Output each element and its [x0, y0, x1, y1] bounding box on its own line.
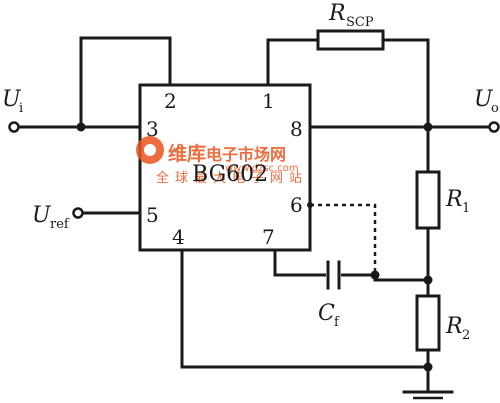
rscp-resistor: [316, 29, 385, 51]
pin-8-label: 8: [290, 117, 303, 141]
uo-terminal: [488, 121, 500, 133]
pin-3-label: 3: [146, 117, 159, 141]
watermark-url: www.dzsc.com: [225, 163, 299, 174]
cf-label: C f: [318, 301, 340, 330]
pin6-dashed-wire: [310, 203, 377, 275]
watermark-logo-text: 维库: [168, 142, 206, 165]
pin-2-label: 2: [164, 89, 177, 113]
r1-label: R 1: [445, 187, 470, 216]
pin7-to-cap-wire: [273, 248, 327, 277]
svg-text:U: U: [2, 87, 22, 112]
ground-symbol: [402, 390, 454, 400]
r1-resistor: [415, 170, 441, 230]
input-junction-dot: [76, 122, 86, 132]
uo-label: U o: [474, 87, 499, 116]
ic-body: [138, 83, 312, 252]
rscp-label: R SCP: [328, 1, 374, 30]
watermark-tagline: 全球最大电子网站: [156, 170, 308, 186]
cf-capacitor: [326, 260, 341, 290]
pin-6-label: 6: [290, 193, 303, 217]
svg-text:R: R: [445, 314, 463, 339]
svg-text:ref: ref: [50, 217, 70, 232]
svg-text:i: i: [19, 101, 23, 116]
watermark-site-text: 电子市场网: [206, 145, 286, 164]
r2-label: R 2: [445, 314, 470, 343]
pin-4-label: 4: [172, 225, 185, 249]
svg-text:U: U: [32, 203, 52, 228]
ui-terminal: [8, 121, 20, 133]
pin-7-label: 7: [262, 225, 275, 249]
uref-label: U ref: [32, 203, 70, 232]
svg-text:2: 2: [462, 328, 470, 343]
svg-text:f: f: [334, 315, 340, 330]
svg-text:R: R: [445, 187, 463, 212]
r2-resistor: [415, 294, 441, 352]
pin2-loop-wire: [79, 36, 172, 129]
pin4-ground-wire: [180, 248, 430, 369]
uref-terminal: [72, 207, 84, 219]
svg-text:SCP: SCP: [346, 15, 374, 30]
output-junction-dot: [423, 122, 433, 132]
cap-junction-dot: [370, 270, 380, 280]
ground-junction-dot: [423, 362, 433, 372]
chip-name: BG602: [192, 162, 268, 187]
ui-label: U i: [2, 87, 23, 116]
svg-text:U: U: [474, 87, 494, 112]
pin1-to-rscp-wire: [266, 38, 320, 87]
svg-text:C: C: [318, 301, 335, 326]
watermark: 维库 电子市场网 全球最大电子网站 www.dzsc.com: [136, 136, 308, 186]
wires: [16, 36, 492, 394]
rscp-to-output-wire: [381, 38, 430, 129]
svg-text:1: 1: [462, 201, 470, 216]
pin-5-label: 5: [146, 203, 159, 227]
svg-text:R: R: [328, 1, 346, 26]
svg-text:o: o: [491, 101, 499, 116]
cap-to-divider-wire: [340, 273, 430, 282]
pin-1-label: 1: [262, 89, 275, 113]
divider-junction-dot: [423, 275, 433, 285]
pin6-dot: [307, 202, 313, 208]
